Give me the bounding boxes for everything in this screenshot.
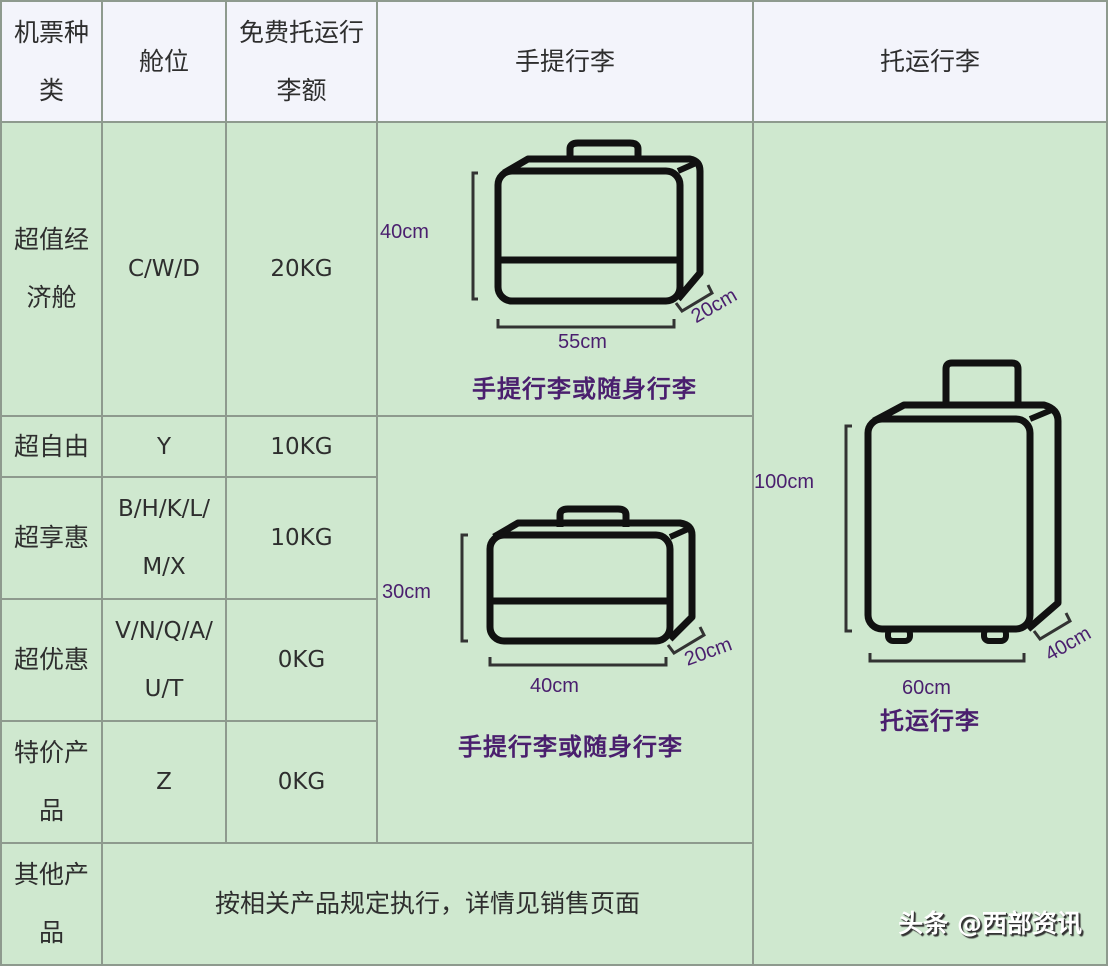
allowance-value: 0KG bbox=[277, 647, 326, 673]
ticket-type-line2: 济舱 bbox=[26, 283, 77, 312]
row-enjoy-cabin: B/H/K/L/ M/X bbox=[103, 478, 227, 600]
row-super-discount-allowance: 0KG bbox=[227, 600, 378, 722]
row-free-ticket-type: 超自由 bbox=[0, 417, 103, 478]
header-cabin: 舱位 bbox=[103, 0, 227, 123]
carry-on-small-caption: 手提行李或随身行李 bbox=[458, 733, 683, 761]
checked-bag-width: 60cm bbox=[902, 677, 951, 699]
ticket-type-line1: 超优惠 bbox=[13, 645, 89, 674]
row-special-price-cabin: Z bbox=[103, 722, 227, 844]
row-enjoy-ticket-type: 超享惠 bbox=[0, 478, 103, 600]
row-free-cabin: Y bbox=[103, 417, 227, 478]
allowance-value: 10KG bbox=[270, 525, 333, 551]
carry-on-large-cell: 40cm 55cm 20cm 手提行李或随身行李 bbox=[378, 123, 754, 417]
row-special-price-allowance: 0KG bbox=[227, 722, 378, 844]
ticket-type-line1: 特价产 bbox=[13, 738, 89, 767]
row-other-merged-note: 按相关产品规定执行，详情见销售页面 bbox=[103, 844, 754, 966]
ticket-type-line1: 其他产 bbox=[13, 860, 89, 889]
allowance-value: 20KG bbox=[270, 256, 333, 282]
carry-on-large-caption: 手提行李或随身行李 bbox=[472, 375, 697, 403]
cabin-codes: C/W/D bbox=[127, 256, 200, 282]
header-free-allowance: 免费托运行 李额 bbox=[227, 0, 378, 123]
carry-on-large-height: 40cm bbox=[380, 221, 429, 243]
row-super-discount-cabin: V/N/Q/A/ U/T bbox=[103, 600, 227, 722]
row-enjoy-allowance: 10KG bbox=[227, 478, 378, 600]
allowance-value: 10KG bbox=[270, 433, 333, 460]
ticket-type-line2: 品 bbox=[38, 796, 64, 825]
briefcase-icon bbox=[460, 505, 706, 667]
carry-on-small-width: 40cm bbox=[530, 675, 579, 697]
briefcase-icon bbox=[471, 139, 714, 329]
row-free-allowance: 10KG bbox=[227, 417, 378, 478]
cabin-codes-line1: B/H/K/L/ bbox=[118, 496, 210, 522]
cabin-codes-line2: U/T bbox=[144, 676, 184, 702]
suitcase-icon bbox=[844, 359, 1072, 663]
cabin-codes: Y bbox=[156, 433, 172, 460]
carry-on-large-width: 55cm bbox=[558, 331, 607, 353]
header-free-allowance-line2: 李额 bbox=[276, 75, 327, 105]
header-ticket-type-line1: 机票种 bbox=[13, 17, 89, 47]
carry-on-small-height: 30cm bbox=[382, 581, 431, 603]
header-cabin-label: 舱位 bbox=[138, 46, 189, 76]
carry-on-small-cell: 30cm 40cm 20cm 手提行李或随身行李 bbox=[378, 417, 754, 844]
checked-bag-caption: 托运行李 bbox=[880, 707, 980, 735]
header-checked-label: 托运行李 bbox=[879, 46, 980, 76]
checked-bag-height: 100cm bbox=[754, 471, 815, 493]
header-ticket-type-line2: 类 bbox=[38, 75, 64, 105]
row-economy-cabin: C/W/D bbox=[103, 123, 227, 417]
header-checked: 托运行李 bbox=[754, 0, 1108, 123]
ticket-type-line1: 超享惠 bbox=[13, 523, 89, 552]
row-other-ticket-type: 其他产 品 bbox=[0, 844, 103, 966]
row-economy-allowance: 20KG bbox=[227, 123, 378, 417]
header-ticket-type: 机票种 类 bbox=[0, 0, 103, 123]
watermark: 头条 @西部资讯 bbox=[898, 909, 1082, 938]
merged-note-text: 按相关产品规定执行，详情见销售页面 bbox=[214, 889, 640, 918]
header-free-allowance-line1: 免费托运行 bbox=[238, 17, 364, 47]
ticket-type-line2: 品 bbox=[38, 918, 64, 947]
checked-bag-cell: 100cm 60cm 40cm 托运行李 bbox=[754, 123, 1108, 966]
header-carry-on: 手提行李 bbox=[378, 0, 754, 123]
header-carry-on-label: 手提行李 bbox=[514, 46, 615, 76]
cabin-codes: Z bbox=[156, 769, 172, 795]
cabin-codes-line2: M/X bbox=[142, 554, 186, 580]
row-economy-ticket-type: 超值经 济舱 bbox=[0, 123, 103, 417]
row-super-discount-ticket-type: 超优惠 bbox=[0, 600, 103, 722]
ticket-type-line1: 超自由 bbox=[13, 431, 89, 461]
cabin-codes-line1: V/N/Q/A/ bbox=[115, 618, 213, 644]
ticket-type-line1: 超值经 bbox=[13, 225, 89, 254]
row-special-price-ticket-type: 特价产 品 bbox=[0, 722, 103, 844]
allowance-value: 0KG bbox=[277, 769, 326, 795]
